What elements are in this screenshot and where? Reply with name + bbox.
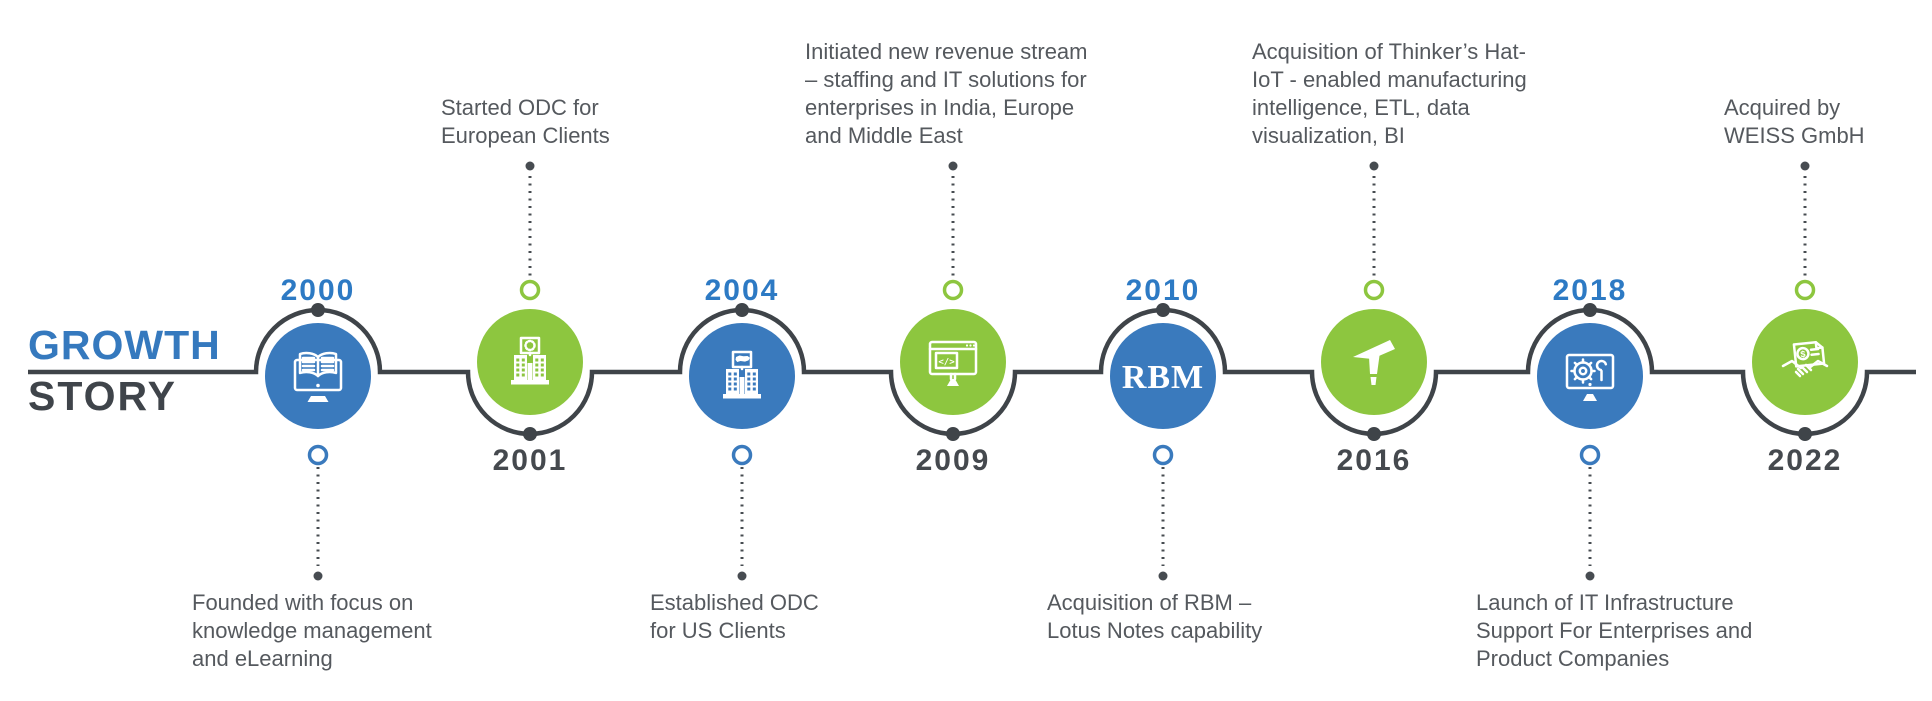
connector-ring	[1363, 279, 1385, 301]
arc-apex-dot	[1798, 427, 1812, 441]
year-label-2004: 2004	[704, 274, 780, 307]
connector-end-dot	[313, 571, 323, 581]
connector-end-dot	[948, 161, 958, 171]
it-infrastructure-monitor-icon	[1565, 353, 1615, 401]
arc-apex-dot	[311, 303, 325, 317]
connector-ring	[519, 279, 541, 301]
connector-end-dot	[525, 161, 535, 171]
handshake-invoice-icon: $	[1781, 340, 1829, 378]
milestone-node-2016	[1321, 161, 1427, 441]
year-label-2001: 2001	[492, 444, 568, 477]
year-label-2000: 2000	[280, 274, 356, 307]
title-story: STORY	[28, 373, 177, 419]
milestone-node-2018	[1537, 303, 1643, 581]
code-glyph: </>	[938, 358, 955, 368]
dollar-glyph: $	[1800, 349, 1806, 359]
milestone-description-2001: Started ODC for European Clients	[441, 95, 610, 148]
milestone-node-2004	[689, 303, 795, 581]
thinkers-hat-logo-icon	[1353, 340, 1395, 385]
milestone-description-2009: Initiated new revenue stream – staffing …	[805, 39, 1088, 148]
connector-ring	[1152, 444, 1174, 466]
arc-apex-dot	[523, 427, 537, 441]
milestone-node-2010: RBM	[1110, 303, 1216, 581]
milestone-description-2016: Acquisition of Thinker’s Hat- IoT - enab…	[1252, 39, 1527, 148]
year-label-2009: 2009	[915, 444, 991, 477]
connector-ring	[307, 444, 329, 466]
connector-end-dot	[1158, 571, 1168, 581]
year-label-2022: 2022	[1767, 444, 1843, 477]
elearning-monitor-book-icon	[293, 351, 343, 402]
milestone-description-2000: Founded with focus on knowledge manageme…	[192, 590, 432, 671]
arc-apex-dot	[1156, 303, 1170, 317]
connector-end-dot	[737, 571, 747, 581]
connector-ring	[731, 444, 753, 466]
milestone-node-2000	[265, 303, 371, 581]
code-window-monitor-icon: </>	[928, 340, 978, 386]
timeline-line	[28, 307, 1916, 437]
rbm-logo-text: RBM	[1122, 359, 1204, 396]
connector-end-dot	[1369, 161, 1379, 171]
milestone-description-2018: Launch of IT Infrastructure Support For …	[1476, 590, 1753, 671]
connector-end-dot	[1585, 571, 1595, 581]
milestone-node-2022: $	[1752, 161, 1858, 441]
arc-apex-dot	[735, 303, 749, 317]
milestone-circle	[900, 309, 1006, 415]
year-label-2016: 2016	[1336, 444, 1412, 477]
connector-end-dot	[1800, 161, 1810, 171]
arc-apex-dot	[1583, 303, 1597, 317]
year-label-2018: 2018	[1552, 274, 1628, 307]
connector-ring	[1794, 279, 1816, 301]
title-growth: GROWTH	[28, 322, 221, 368]
milestone-description-2022: Acquired by WEISS GmbH	[1724, 95, 1865, 148]
milestone-circle	[477, 309, 583, 415]
milestone-circle	[689, 323, 795, 429]
milestone-description-2010: Acquisition of RBM – Lotus Notes capabil…	[1047, 590, 1263, 643]
arc-apex-dot	[946, 427, 960, 441]
milestone-circle	[1752, 309, 1858, 415]
arc-apex-dot	[1367, 427, 1381, 441]
year-label-2010: 2010	[1125, 274, 1201, 307]
building-us-map-icon	[721, 350, 763, 400]
milestone-description-2004: Established ODC for US Clients	[650, 590, 819, 643]
connector-ring	[942, 279, 964, 301]
milestone-node-2001	[477, 161, 583, 441]
milestone-circle	[1110, 323, 1216, 429]
milestone-node-2009: </>	[900, 161, 1006, 441]
building-eu-flag-icon	[509, 336, 551, 386]
connector-ring	[1579, 444, 1601, 466]
